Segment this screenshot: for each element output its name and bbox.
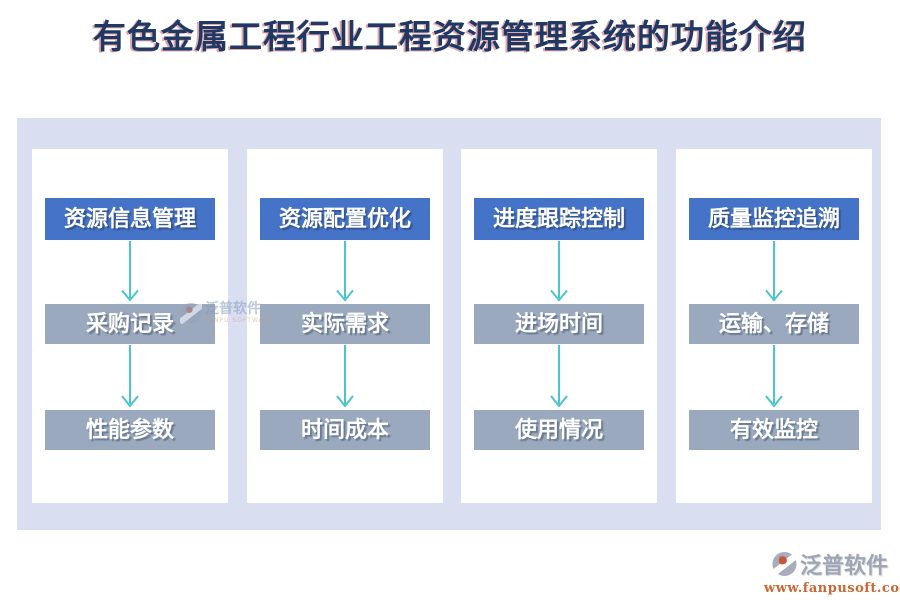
step-box: 运输、存储 (689, 304, 859, 344)
down-arrow-icon (336, 345, 354, 408)
step-box: 进场时间 (474, 304, 644, 344)
step-box: 使用情况 (474, 410, 644, 450)
vendor-brand-name: 泛普软件 (799, 553, 888, 579)
column-header: 资源信息管理 (45, 198, 215, 240)
page-title: 有色金属工程行业工程资源管理系统的功能介绍 (93, 17, 807, 56)
down-arrow-icon (336, 241, 354, 302)
step-box: 时间成本 (260, 410, 430, 450)
column-card-resource-info: 资源信息管理 采购记录 性能参数 (32, 149, 228, 503)
down-arrow-icon (121, 241, 139, 302)
column-card-quality-monitoring: 质量监控追溯 运输、存储 有效监控 (676, 149, 872, 503)
step-box: 采购记录 (45, 304, 215, 344)
column-header: 资源配置优化 (260, 198, 430, 240)
column-header: 质量监控追溯 (689, 198, 859, 240)
down-arrow-icon (550, 241, 568, 302)
down-arrow-icon (550, 345, 568, 408)
fanpu-logo-icon (772, 551, 797, 577)
column-card-resource-allocation: 资源配置优化 实际需求 时间成本 (247, 149, 443, 503)
step-box: 性能参数 (45, 410, 215, 450)
vendor-logo: 泛普软件 www.fanpusoft.com (764, 548, 900, 596)
down-arrow-icon (765, 241, 783, 302)
step-box: 有效监控 (689, 410, 859, 450)
down-arrow-icon (765, 345, 783, 408)
step-box: 实际需求 (260, 304, 430, 344)
vendor-website-url: www.fanpusoft.com (764, 581, 900, 596)
down-arrow-icon (121, 345, 139, 408)
column-card-progress-tracking: 进度跟踪控制 进场时间 使用情况 (461, 149, 657, 503)
column-header: 进度跟踪控制 (474, 198, 644, 240)
vendor-logo-row: 泛普软件 (772, 548, 888, 580)
diagram-panel: 资源信息管理 采购记录 性能参数 资源配置优化 实际需求 时间成本 进度跟踪控制… (17, 118, 881, 530)
